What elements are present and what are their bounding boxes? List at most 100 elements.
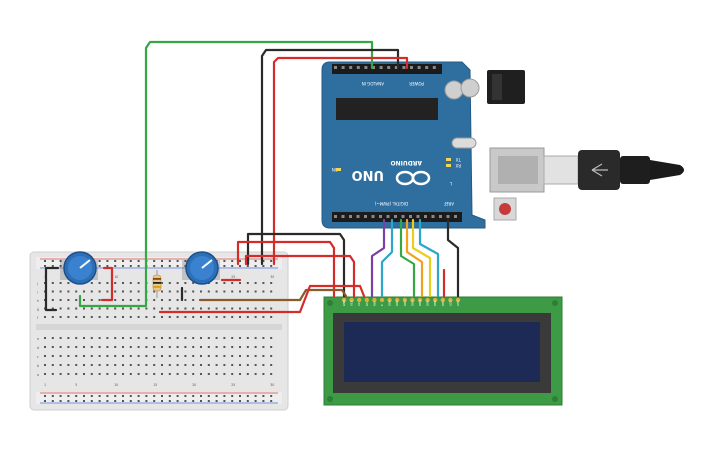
terminal-hole[interactable] (137, 346, 140, 348)
rail-hole[interactable] (254, 400, 257, 402)
terminal-hole[interactable] (129, 355, 132, 357)
terminal-hole[interactable] (184, 373, 187, 375)
terminal-hole[interactable] (106, 373, 109, 375)
terminal-hole[interactable] (90, 373, 93, 375)
header-pin[interactable] (402, 66, 406, 69)
terminal-hole[interactable] (215, 373, 218, 375)
terminal-hole[interactable] (231, 282, 234, 284)
terminal-hole[interactable] (270, 282, 273, 284)
terminal-hole[interactable] (184, 316, 187, 318)
terminal-hole[interactable] (239, 337, 241, 339)
terminal-hole[interactable] (239, 346, 241, 348)
terminal-hole[interactable] (262, 307, 265, 310)
terminal-hole[interactable] (98, 299, 101, 301)
potentiometer-right[interactable] (182, 251, 220, 285)
lcd-pin[interactable] (387, 297, 392, 303)
terminal-hole[interactable] (231, 346, 234, 348)
lcd-pin[interactable] (417, 297, 423, 303)
terminal-hole[interactable] (145, 346, 148, 348)
rail-hole[interactable] (59, 395, 62, 397)
header-pin[interactable] (387, 66, 391, 69)
rail-hole[interactable] (246, 400, 249, 402)
rail-hole[interactable] (83, 400, 85, 402)
rail-hole[interactable] (59, 260, 62, 262)
terminal-hole[interactable] (83, 346, 85, 348)
rail-hole[interactable] (215, 395, 218, 397)
terminal-hole[interactable] (75, 290, 78, 293)
terminal-hole[interactable] (67, 373, 70, 375)
terminal-hole[interactable] (83, 299, 85, 301)
terminal-hole[interactable] (114, 307, 117, 310)
terminal-hole[interactable] (75, 316, 78, 318)
terminal-hole[interactable] (90, 337, 93, 339)
lcd-pin[interactable] (448, 297, 453, 303)
terminal-hole[interactable] (168, 282, 171, 284)
terminal-hole[interactable] (184, 364, 187, 366)
rail-hole[interactable] (145, 395, 148, 397)
terminal-hole[interactable] (254, 355, 257, 357)
terminal-hole[interactable] (254, 364, 257, 366)
header-pin[interactable] (410, 66, 413, 69)
lcd-pin[interactable] (433, 297, 438, 303)
terminal-hole[interactable] (270, 307, 273, 310)
header-pin[interactable] (334, 215, 337, 218)
terminal-hole[interactable] (223, 355, 226, 357)
terminal-hole[interactable] (83, 337, 85, 339)
rail-hole[interactable] (129, 395, 132, 397)
terminal-hole[interactable] (129, 364, 132, 366)
terminal-hole[interactable] (129, 299, 132, 301)
header-pin[interactable] (454, 215, 457, 218)
rail-hole[interactable] (153, 265, 156, 267)
rail-hole[interactable] (254, 260, 257, 262)
terminal-hole[interactable] (239, 355, 241, 357)
terminal-hole[interactable] (122, 337, 124, 339)
terminal-hole[interactable] (129, 316, 132, 318)
header-pin[interactable] (394, 215, 397, 218)
terminal-hole[interactable] (254, 307, 257, 310)
rail-hole[interactable] (207, 395, 210, 397)
header-pin[interactable] (439, 215, 442, 218)
rail-hole[interactable] (239, 265, 241, 267)
terminal-hole[interactable] (44, 373, 46, 375)
rail-hole[interactable] (168, 260, 171, 262)
terminal-hole[interactable] (168, 290, 171, 293)
rail-hole[interactable] (137, 395, 140, 397)
header-pin[interactable] (349, 66, 353, 69)
lcd-pin[interactable] (357, 297, 362, 303)
lcd-pin[interactable] (440, 297, 445, 303)
terminal-hole[interactable] (207, 307, 210, 310)
rail-hole[interactable] (114, 400, 117, 402)
terminal-hole[interactable] (262, 337, 265, 339)
terminal-hole[interactable] (161, 316, 163, 318)
terminal-hole[interactable] (153, 316, 156, 318)
terminal-hole[interactable] (207, 373, 210, 375)
terminal-hole[interactable] (98, 337, 101, 339)
terminal-hole[interactable] (207, 346, 210, 348)
terminal-hole[interactable] (215, 282, 218, 284)
terminal-hole[interactable] (75, 373, 78, 375)
terminal-hole[interactable] (106, 364, 109, 366)
terminal-hole[interactable] (262, 346, 265, 348)
terminal-hole[interactable] (184, 299, 187, 301)
terminal-hole[interactable] (137, 290, 140, 293)
rail-hole[interactable] (122, 265, 124, 267)
rail-hole[interactable] (51, 400, 54, 402)
lcd-pin[interactable] (402, 297, 407, 303)
terminal-hole[interactable] (114, 299, 117, 301)
terminal-hole[interactable] (75, 364, 78, 366)
terminal-hole[interactable] (106, 307, 109, 310)
terminal-hole[interactable] (239, 364, 241, 366)
terminal-hole[interactable] (168, 316, 171, 318)
rail-hole[interactable] (239, 395, 241, 397)
terminal-hole[interactable] (122, 364, 124, 366)
terminal-hole[interactable] (270, 364, 273, 366)
header-pin[interactable] (431, 215, 435, 218)
terminal-hole[interactable] (254, 316, 257, 318)
terminal-hole[interactable] (176, 299, 179, 301)
header-pin[interactable] (364, 215, 367, 218)
terminal-hole[interactable] (239, 373, 241, 375)
header-pin[interactable] (341, 215, 345, 218)
arduino-uno-board[interactable]: ANALOG IN POWER DIGITAL (PWM~) ON TX RX … (321, 61, 545, 229)
terminal-hole[interactable] (215, 355, 218, 357)
terminal-hole[interactable] (90, 355, 93, 357)
